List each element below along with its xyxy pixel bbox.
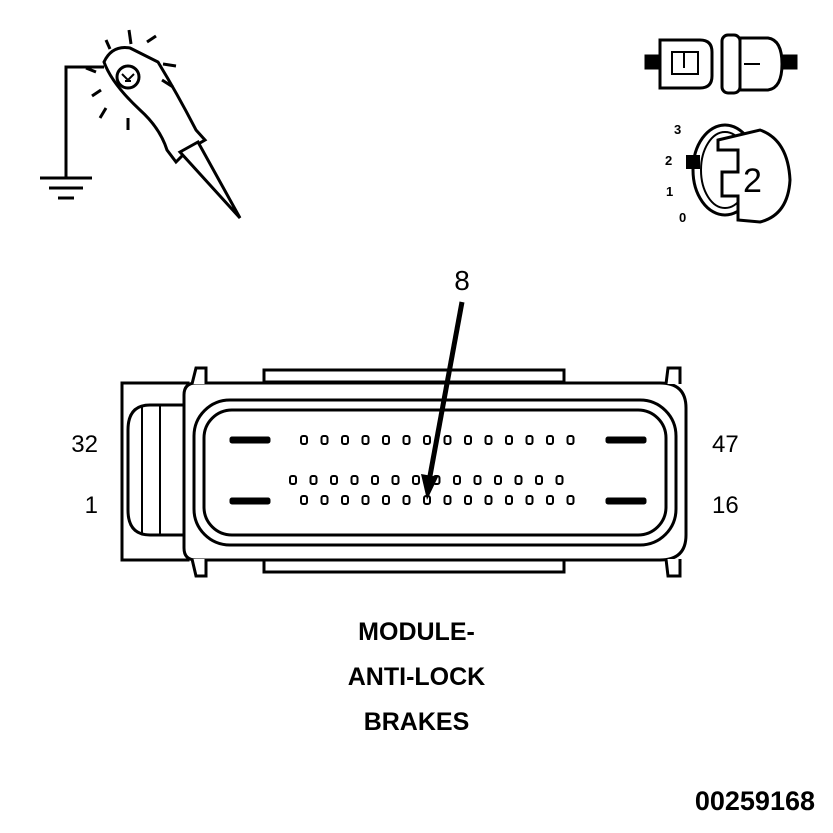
- connector-pin: [535, 475, 543, 485]
- connector-pin: [412, 475, 420, 485]
- connector-pin: [443, 435, 452, 445]
- connector-pin: [464, 495, 472, 505]
- connector-pin: [443, 495, 452, 505]
- pin-slot: [605, 436, 647, 444]
- connector-pin: [300, 495, 308, 505]
- abs-connector-body: [120, 366, 688, 578]
- figure-id: 00259168: [694, 786, 815, 816]
- connector-pin: [382, 435, 390, 445]
- connector-pin: [300, 435, 308, 445]
- connector-pin: [546, 435, 554, 445]
- connector-pin: [423, 435, 431, 445]
- connector-pin: [289, 475, 297, 485]
- connector-pin: [320, 435, 329, 445]
- key-position-1: 1: [666, 184, 673, 199]
- key-position-3: 3: [674, 122, 681, 137]
- connector-pins: [229, 435, 647, 505]
- connector-pin: [361, 435, 370, 445]
- connector-pin: [473, 475, 482, 485]
- connector-pin: [514, 475, 523, 485]
- pin-8-callout-arrow: [421, 301, 465, 500]
- connector-pin: [505, 435, 513, 445]
- pin-row-bottom: [300, 495, 575, 505]
- connector-pin: [494, 475, 502, 485]
- connector-pin: [402, 435, 411, 445]
- title-line-3: BRAKES: [363, 708, 470, 736]
- key-selected-position: 2: [743, 162, 762, 200]
- connector-pin: [382, 495, 390, 505]
- connector-pin: [361, 495, 370, 505]
- callout-pin-number: 8: [454, 265, 470, 296]
- title-line-1: MODULE-: [358, 618, 475, 646]
- connector-pin: [320, 495, 329, 505]
- connector-pin: [546, 495, 554, 505]
- pin-label-bottom-right: 16: [712, 492, 739, 519]
- connector-pin: [341, 435, 349, 445]
- connector-pin: [525, 495, 534, 505]
- connector-pin: [350, 475, 359, 485]
- connector-pin: [484, 495, 493, 505]
- connector-pin: [391, 475, 400, 485]
- connector-pin: [525, 435, 534, 445]
- title-line-2: ANTI-LOCK: [347, 663, 486, 691]
- connector-pin: [341, 495, 349, 505]
- connector-pin: [309, 475, 318, 485]
- pin-slot: [229, 436, 271, 444]
- connector-pin: [464, 435, 472, 445]
- connector-pin: [566, 435, 575, 445]
- pin-slot: [605, 497, 647, 505]
- connector-pin: [330, 475, 338, 485]
- pin-row-top: [300, 435, 575, 445]
- key-position-marker: [686, 155, 700, 169]
- connector-disconnected-icon: [644, 33, 798, 95]
- connector-pin: [566, 495, 575, 505]
- pin-label-top-right: 47: [712, 431, 739, 458]
- ignition-key-icon: 3 2 1 0 2: [665, 122, 792, 225]
- key-position-2: 2: [665, 153, 672, 168]
- key-position-0: 0: [679, 210, 686, 225]
- connector-pin: [505, 495, 513, 505]
- connector-pin: [453, 475, 461, 485]
- test-light-icon: [40, 29, 242, 220]
- pin-label-top-left: 32: [71, 431, 98, 458]
- pin-slot: [229, 497, 271, 505]
- pin-row-middle: [289, 475, 564, 485]
- connector-pin: [484, 435, 493, 445]
- connector-pin: [371, 475, 379, 485]
- connector-pin: [402, 495, 411, 505]
- pin-label-bottom-left: 1: [85, 492, 98, 519]
- connector-pin: [555, 475, 564, 485]
